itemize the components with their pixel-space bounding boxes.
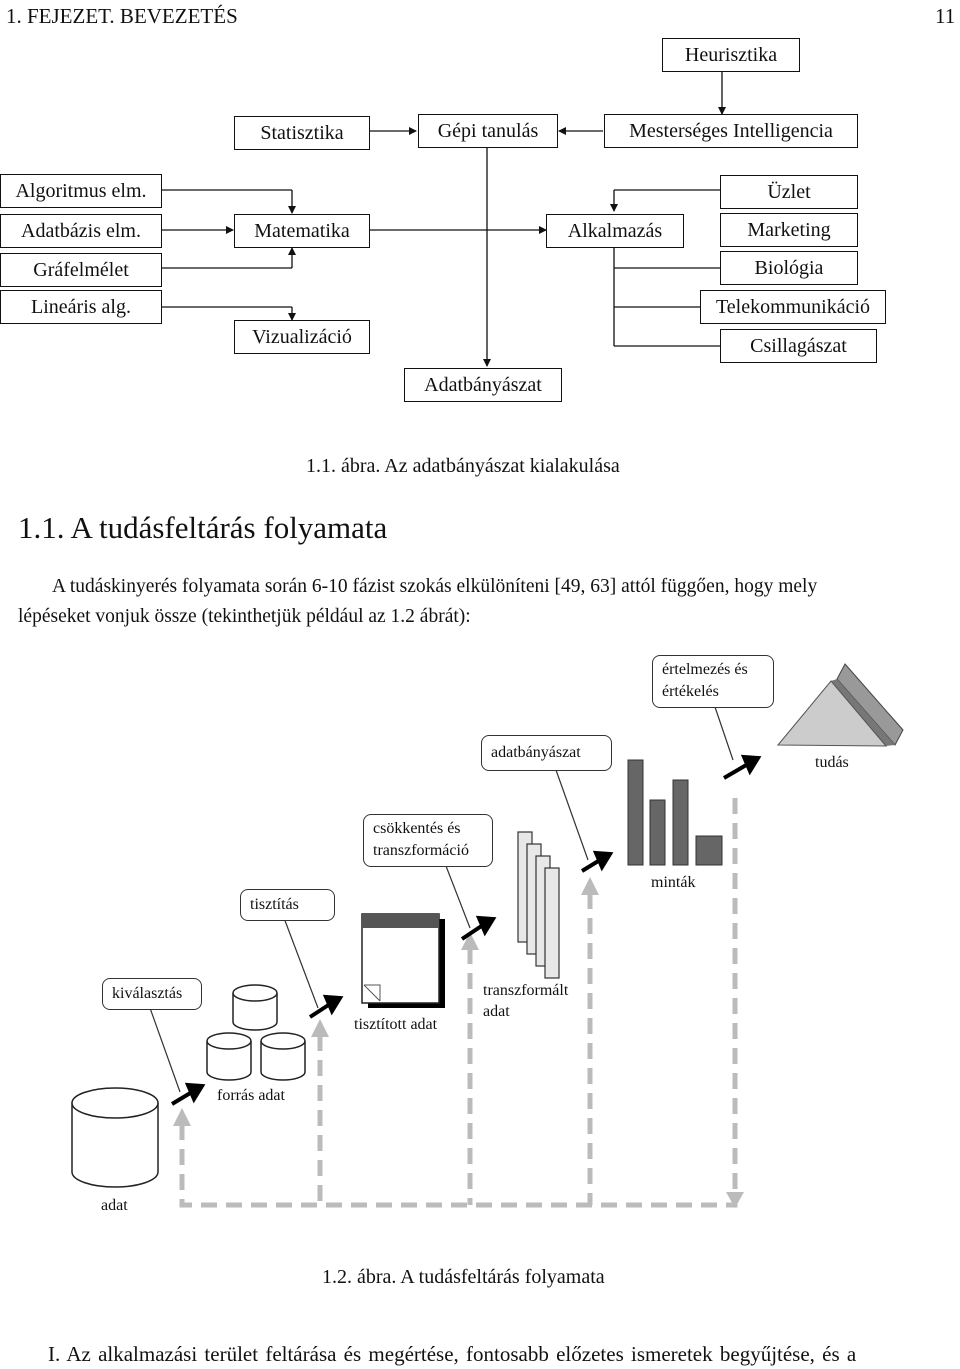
figure1-connectors (162, 72, 726, 367)
label-adat: adat (101, 1197, 128, 1214)
callout-ertelmezes: értelmezés és értékelés (652, 655, 774, 708)
paragraph-line-1: A tudáskinyerés folyamata során 6-10 fáz… (52, 576, 818, 597)
callout-csokkentes-line-2: transzformáció (373, 842, 469, 859)
label-forras-adat: forrás adat (217, 1087, 285, 1104)
box-telekommunikacio: Telekommunikáció (700, 290, 886, 324)
box-mesterseges-intelligencia: Mesterséges Intelligencia (604, 114, 858, 148)
box-adatbazis: Adatbázis elm. (0, 214, 162, 248)
adat-database-icon (71, 1087, 159, 1188)
tudas-pyramid-icon (776, 663, 904, 747)
page-number: 11 (935, 4, 956, 28)
callout-csokkentes-line-1: csökkentés és (373, 820, 461, 837)
box-vizualizacio: Vizualizáció (234, 320, 370, 354)
box-gepi-tanulas: Gépi tanulás (418, 114, 558, 148)
box-statisztika: Statisztika (234, 116, 370, 150)
label-transzformalt-line-2: adat (483, 1003, 510, 1020)
callout-kivalasztas: kiválasztás (102, 978, 202, 1010)
callout-ertelmezes-line-1: értelmezés és (662, 661, 748, 678)
label-tisztitott-adat: tisztított adat (354, 1016, 438, 1033)
box-linearis: Lineáris alg. (0, 290, 162, 324)
mintak-bars-icon (627, 759, 723, 866)
label-tudas: tudás (815, 754, 849, 771)
box-grafelmelet: Gráfelmélet (0, 253, 162, 287)
box-adatbanyaszat: Adatbányászat (404, 368, 562, 402)
callout-tisztitas: tisztítás (240, 889, 335, 921)
box-algoritmus: Algoritmus elm. (0, 174, 162, 208)
label-mintak: minták (651, 874, 696, 891)
transzformalt-adat-icon (517, 831, 560, 979)
box-matematika: Matematika (234, 214, 370, 248)
box-csillagaszat: Csillagászat (720, 329, 877, 363)
footer-text: I. Az alkalmazási terület feltárása és m… (48, 1342, 857, 1366)
figure1-caption: 1.1. ábra. Az adatbányászat kialakulása (306, 455, 620, 477)
figure2-caption: 1.2. ábra. A tudásfeltárás folyamata (322, 1266, 605, 1288)
label-transzformalt-line-1: transzformált (483, 982, 569, 999)
chapter-header: 1. FEJEZET. BEVEZETÉS (6, 4, 238, 28)
callout-csokkentes: csökkentés és transzformáció (363, 814, 493, 867)
callout-adatbanyaszat: adatbányászat (481, 735, 612, 771)
box-heurisztika: Heurisztika (662, 38, 800, 72)
section-title: 1.1. A tudásfeltárás folyamata (18, 510, 388, 545)
box-marketing: Marketing (720, 213, 858, 247)
callout-ertelmezes-line-2: értékelés (662, 683, 719, 700)
box-alkalmazas: Alkalmazás (546, 214, 684, 248)
box-biologia: Biológia (720, 251, 858, 285)
paragraph-line-2: lépéseket vonjuk össze (tekinthetjük pél… (18, 606, 471, 627)
tisztitott-adat-icon (361, 913, 445, 1008)
forras-adat-database-icons (206, 984, 306, 1081)
box-uzlet: Üzlet (720, 175, 858, 209)
